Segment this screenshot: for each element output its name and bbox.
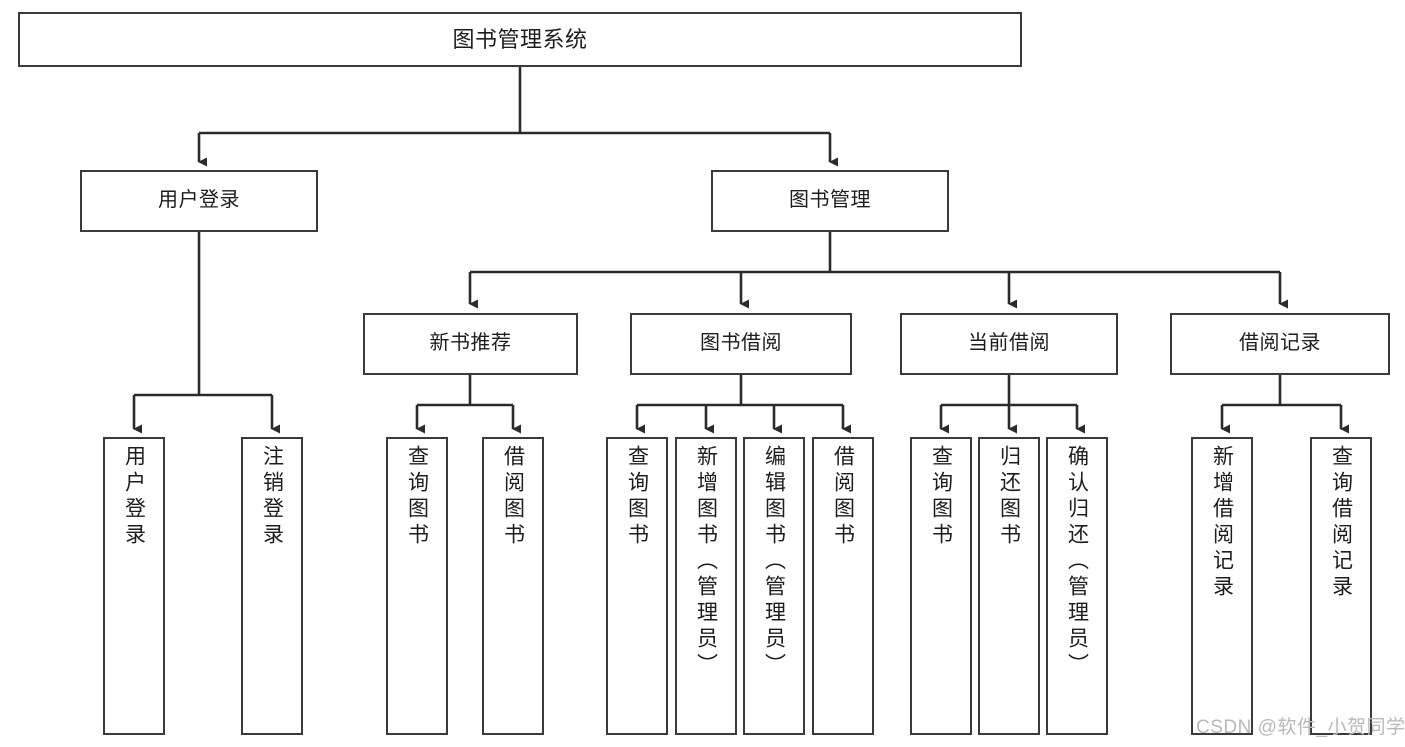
node-leaf-user-login[interactable]: 用户登录 <box>103 437 165 735</box>
node-leaf-query-book-recommend[interactable]: 查询图书 <box>386 437 448 735</box>
node-current-borrow[interactable]: 当前借阅 <box>900 313 1118 375</box>
node-label: 新增借阅记录 <box>1210 445 1234 601</box>
node-leaf-borrow-book-recommend[interactable]: 借阅图书 <box>482 437 544 735</box>
node-label: 查询图书 <box>625 445 649 549</box>
node-leaf-query-borrow-record[interactable]: 查询借阅记录 <box>1310 437 1372 735</box>
node-book-borrow[interactable]: 图书借阅 <box>630 313 852 375</box>
node-label: 查询图书 <box>929 445 953 549</box>
node-leaf-borrow-book[interactable]: 借阅图书 <box>812 437 874 735</box>
node-leaf-query-book-current[interactable]: 查询图书 <box>910 437 972 735</box>
node-label: 用户登录 <box>158 189 240 212</box>
node-label: 归还图书 <box>997 445 1021 549</box>
node-label: 借阅图书 <box>831 445 855 549</box>
node-label: 图书管理 <box>789 189 871 212</box>
node-label: 借阅记录 <box>1239 332 1321 355</box>
node-user-login[interactable]: 用户登录 <box>80 170 318 232</box>
node-new-book-recommend[interactable]: 新书推荐 <box>363 313 578 375</box>
csdn-watermark: CSDN @软件_小贺同学 <box>1196 717 1405 738</box>
node-leaf-confirm-return-admin[interactable]: 确认归还（管理员） <box>1046 437 1108 735</box>
node-label: 注销登录 <box>260 445 284 549</box>
node-label: 图书管理系统 <box>452 26 588 52</box>
node-root-library-system[interactable]: 图书管理系统 <box>18 12 1022 67</box>
node-book-manage[interactable]: 图书管理 <box>711 170 949 232</box>
node-label: 借阅图书 <box>501 445 525 549</box>
node-leaf-return-book[interactable]: 归还图书 <box>978 437 1040 735</box>
node-label: 新增图书（管理员） <box>694 445 718 679</box>
node-label: 用户登录 <box>122 445 146 549</box>
node-leaf-edit-book-admin[interactable]: 编辑图书（管理员） <box>743 437 805 735</box>
node-label: 新书推荐 <box>429 332 512 355</box>
node-leaf-query-book[interactable]: 查询图书 <box>606 437 668 735</box>
node-leaf-add-book-admin[interactable]: 新增图书（管理员） <box>675 437 737 735</box>
node-label: 当前借阅 <box>968 332 1050 355</box>
node-leaf-add-borrow-record[interactable]: 新增借阅记录 <box>1191 437 1253 735</box>
node-borrow-record[interactable]: 借阅记录 <box>1170 313 1390 375</box>
node-label: 编辑图书（管理员） <box>762 445 786 679</box>
node-label: 查询借阅记录 <box>1329 445 1353 601</box>
node-label: 图书借阅 <box>700 332 782 355</box>
node-label: 确认归还（管理员） <box>1065 445 1089 679</box>
node-leaf-user-logout[interactable]: 注销登录 <box>241 437 303 735</box>
node-label: 查询图书 <box>405 445 429 549</box>
